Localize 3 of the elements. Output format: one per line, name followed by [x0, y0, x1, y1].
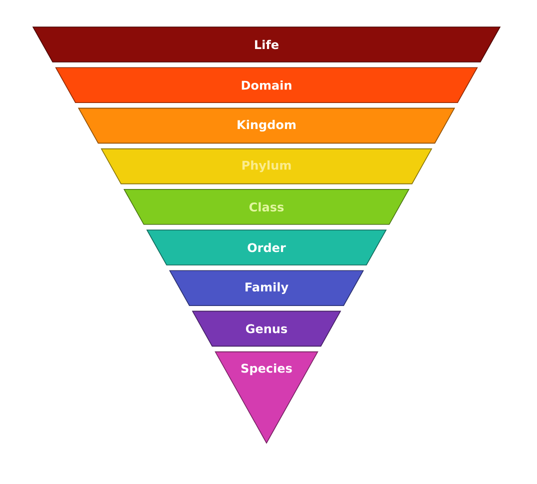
- pyramid-band: Family: [169, 270, 364, 306]
- pyramid-band: Domain: [55, 67, 478, 103]
- pyramid-band: Phylum: [100, 148, 432, 184]
